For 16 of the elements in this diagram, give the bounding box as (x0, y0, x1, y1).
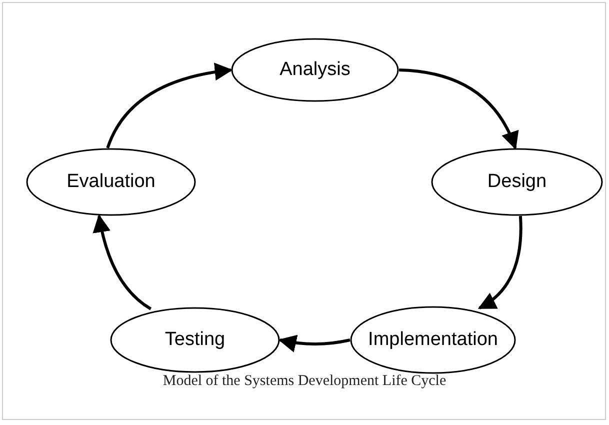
phase-label: Evaluation (66, 170, 156, 194)
phase-ellipse (231, 38, 399, 102)
phase-label: Testing (164, 328, 226, 352)
curved-arrow (478, 216, 522, 310)
phase-ellipse (350, 306, 516, 374)
curved-arrow (106, 63, 233, 149)
phase-label: Implementation (368, 328, 498, 352)
phase-label: Analysis (280, 58, 350, 82)
phase-ellipse (26, 148, 196, 216)
phase-ellipse (110, 307, 280, 373)
caption: Model of the Systems Development Life Cycle (162, 372, 446, 391)
phase-ellipse (431, 148, 603, 216)
curved-arrow (278, 334, 350, 352)
phase-label: Design (487, 170, 547, 194)
curved-arrow (93, 214, 152, 310)
curved-arrow (398, 68, 518, 150)
